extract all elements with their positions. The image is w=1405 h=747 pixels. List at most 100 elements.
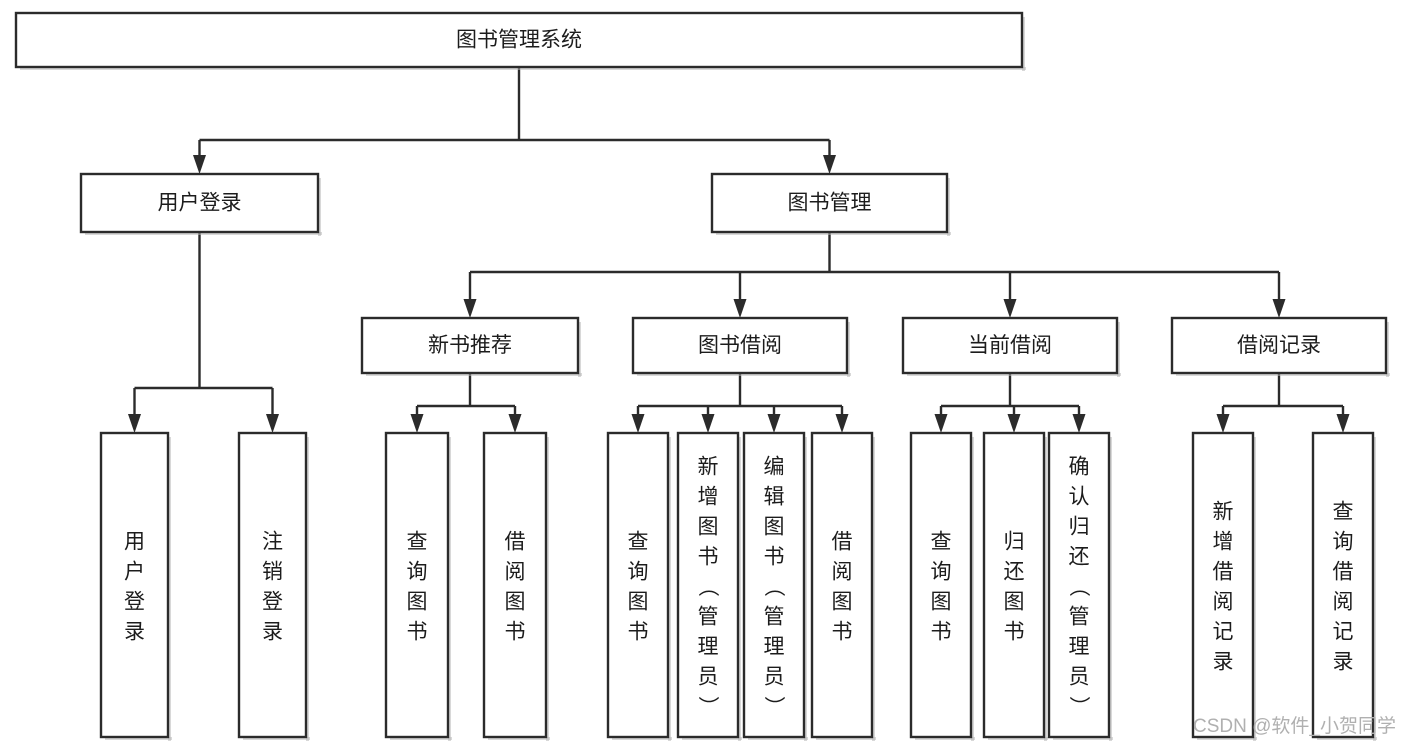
node-box[interactable]: [909, 431, 973, 739]
node-label-char: 还: [1069, 545, 1090, 568]
node-user-login[interactable]: 用户登录: [79, 172, 322, 236]
node-box[interactable]: [1311, 431, 1375, 739]
node-leaf-return-book[interactable]: 归还图书归还图书: [982, 431, 1048, 741]
node-label-char: 书: [832, 620, 853, 643]
node-label-char: 图: [698, 515, 719, 538]
node-leaf-add-record[interactable]: 新增借阅记录新增借阅记录: [1191, 431, 1257, 741]
node-label-char: 管: [698, 605, 719, 628]
node-label-char: 录: [262, 620, 283, 643]
node-label-char: 书: [628, 620, 649, 643]
node-label-char: 阅: [505, 560, 526, 583]
node-label-char: 新: [1213, 500, 1234, 523]
node-box[interactable]: [482, 431, 548, 739]
node-box[interactable]: [14, 11, 1024, 69]
connector-group-current-borrow: [934, 373, 1086, 433]
arrow-head-icon: [128, 414, 141, 433]
node-leaf-query-book-1[interactable]: 查询图书查询图书: [384, 431, 452, 741]
node-label-char: 书: [764, 545, 785, 568]
node-label-char: （: [1067, 576, 1090, 597]
arrow-head-icon: [463, 299, 477, 318]
node-leaf-borrow-book-2[interactable]: 借阅图书借阅图书: [810, 431, 876, 741]
arrow-head-icon: [1336, 414, 1350, 433]
node-label: 图书管理: [788, 192, 872, 215]
arrow-head-icon: [1072, 414, 1086, 433]
node-label-char: 录: [1213, 650, 1234, 673]
node-label-char: ）: [762, 696, 785, 717]
node-label-char: 理: [1069, 635, 1090, 658]
node-label-char: （: [762, 576, 785, 597]
node-label-char: 编: [764, 455, 785, 478]
node-label-char: 还: [1004, 560, 1025, 583]
node-label-char: 借: [1213, 560, 1234, 583]
node-current-borrow[interactable]: 当前借阅: [901, 316, 1121, 377]
node-box[interactable]: [79, 172, 320, 234]
arrow-head-icon: [631, 414, 645, 433]
node-box[interactable]: [1170, 316, 1388, 375]
edge-layer: [128, 67, 1350, 433]
node-box[interactable]: [810, 431, 874, 739]
node-label-char: 询: [628, 560, 649, 583]
node-label-char: 归: [1069, 515, 1090, 538]
node-leaf-user-login[interactable]: 用户登录用户登录: [99, 431, 172, 741]
connector-group-new-book-rec: [410, 373, 522, 433]
node-new-book-rec[interactable]: 新书推荐: [360, 316, 582, 377]
node-label-char: ）: [696, 696, 719, 717]
node-label-char: 确: [1069, 455, 1090, 478]
connector-group-borrow-record: [1216, 373, 1350, 433]
node-borrow-record[interactable]: 借阅记录: [1170, 316, 1390, 377]
arrow-head-icon: [266, 414, 279, 433]
node-box[interactable]: [710, 172, 949, 234]
node-box[interactable]: [1047, 431, 1111, 739]
arrow-head-icon: [508, 414, 522, 433]
node-box[interactable]: [384, 431, 450, 739]
node-label-char: 书: [407, 620, 428, 643]
node-leaf-logout[interactable]: 注销登录注销登录: [237, 431, 310, 741]
node-box[interactable]: [1191, 431, 1255, 739]
node-box[interactable]: [631, 316, 849, 375]
node-label-char: 图: [764, 515, 785, 538]
node-leaf-query-book-3[interactable]: 查询图书查询图书: [909, 431, 975, 741]
node-box[interactable]: [606, 431, 670, 739]
node-label-char: 管: [1069, 605, 1090, 628]
node-label-char: 阅: [1333, 590, 1354, 613]
node-label-char: 询: [407, 560, 428, 583]
node-label-char: 借: [1333, 560, 1354, 583]
node-leaf-query-record[interactable]: 查询借阅记录查询借阅记录: [1311, 431, 1377, 741]
arrow-head-icon: [934, 414, 948, 433]
node-label-char: 书: [698, 545, 719, 568]
node-book-manage[interactable]: 图书管理: [710, 172, 951, 236]
connector-group-user-login: [128, 232, 279, 433]
arrow-head-icon: [701, 414, 715, 433]
node-book-borrow[interactable]: 图书借阅: [631, 316, 851, 377]
node-box[interactable]: [237, 431, 308, 739]
node-leaf-query-book-2[interactable]: 查询图书查询图书: [606, 431, 672, 741]
node-box[interactable]: [742, 431, 806, 739]
node-label: 用户登录: [158, 192, 242, 215]
node-label-char: 查: [628, 530, 649, 553]
node-label-char: 图: [505, 590, 526, 613]
node-box[interactable]: [982, 431, 1046, 739]
node-label-char: 归: [1004, 530, 1025, 553]
node-label: 借阅记录: [1237, 334, 1321, 357]
node-root[interactable]: 图书管理系统: [14, 11, 1026, 71]
node-box[interactable]: [676, 431, 740, 739]
node-label-char: 记: [1333, 620, 1354, 643]
node-label-char: 借: [832, 530, 853, 553]
node-box[interactable]: [99, 431, 170, 739]
node-label-char: 员: [764, 665, 785, 688]
node-label-char: 查: [407, 530, 428, 553]
node-box[interactable]: [360, 316, 580, 375]
connector-group-book-borrow: [631, 373, 849, 433]
node-label-char: 录: [124, 620, 145, 643]
node-label-char: 增: [698, 485, 719, 508]
node-box[interactable]: [901, 316, 1119, 375]
node-label-char: 书: [1004, 620, 1025, 643]
node-leaf-borrow-book-1[interactable]: 借阅图书借阅图书: [482, 431, 550, 741]
node-label-char: 销: [262, 560, 283, 583]
arrow-head-icon: [1272, 299, 1286, 318]
csdn-watermark: CSDN @软件_小贺同学: [1193, 715, 1396, 737]
